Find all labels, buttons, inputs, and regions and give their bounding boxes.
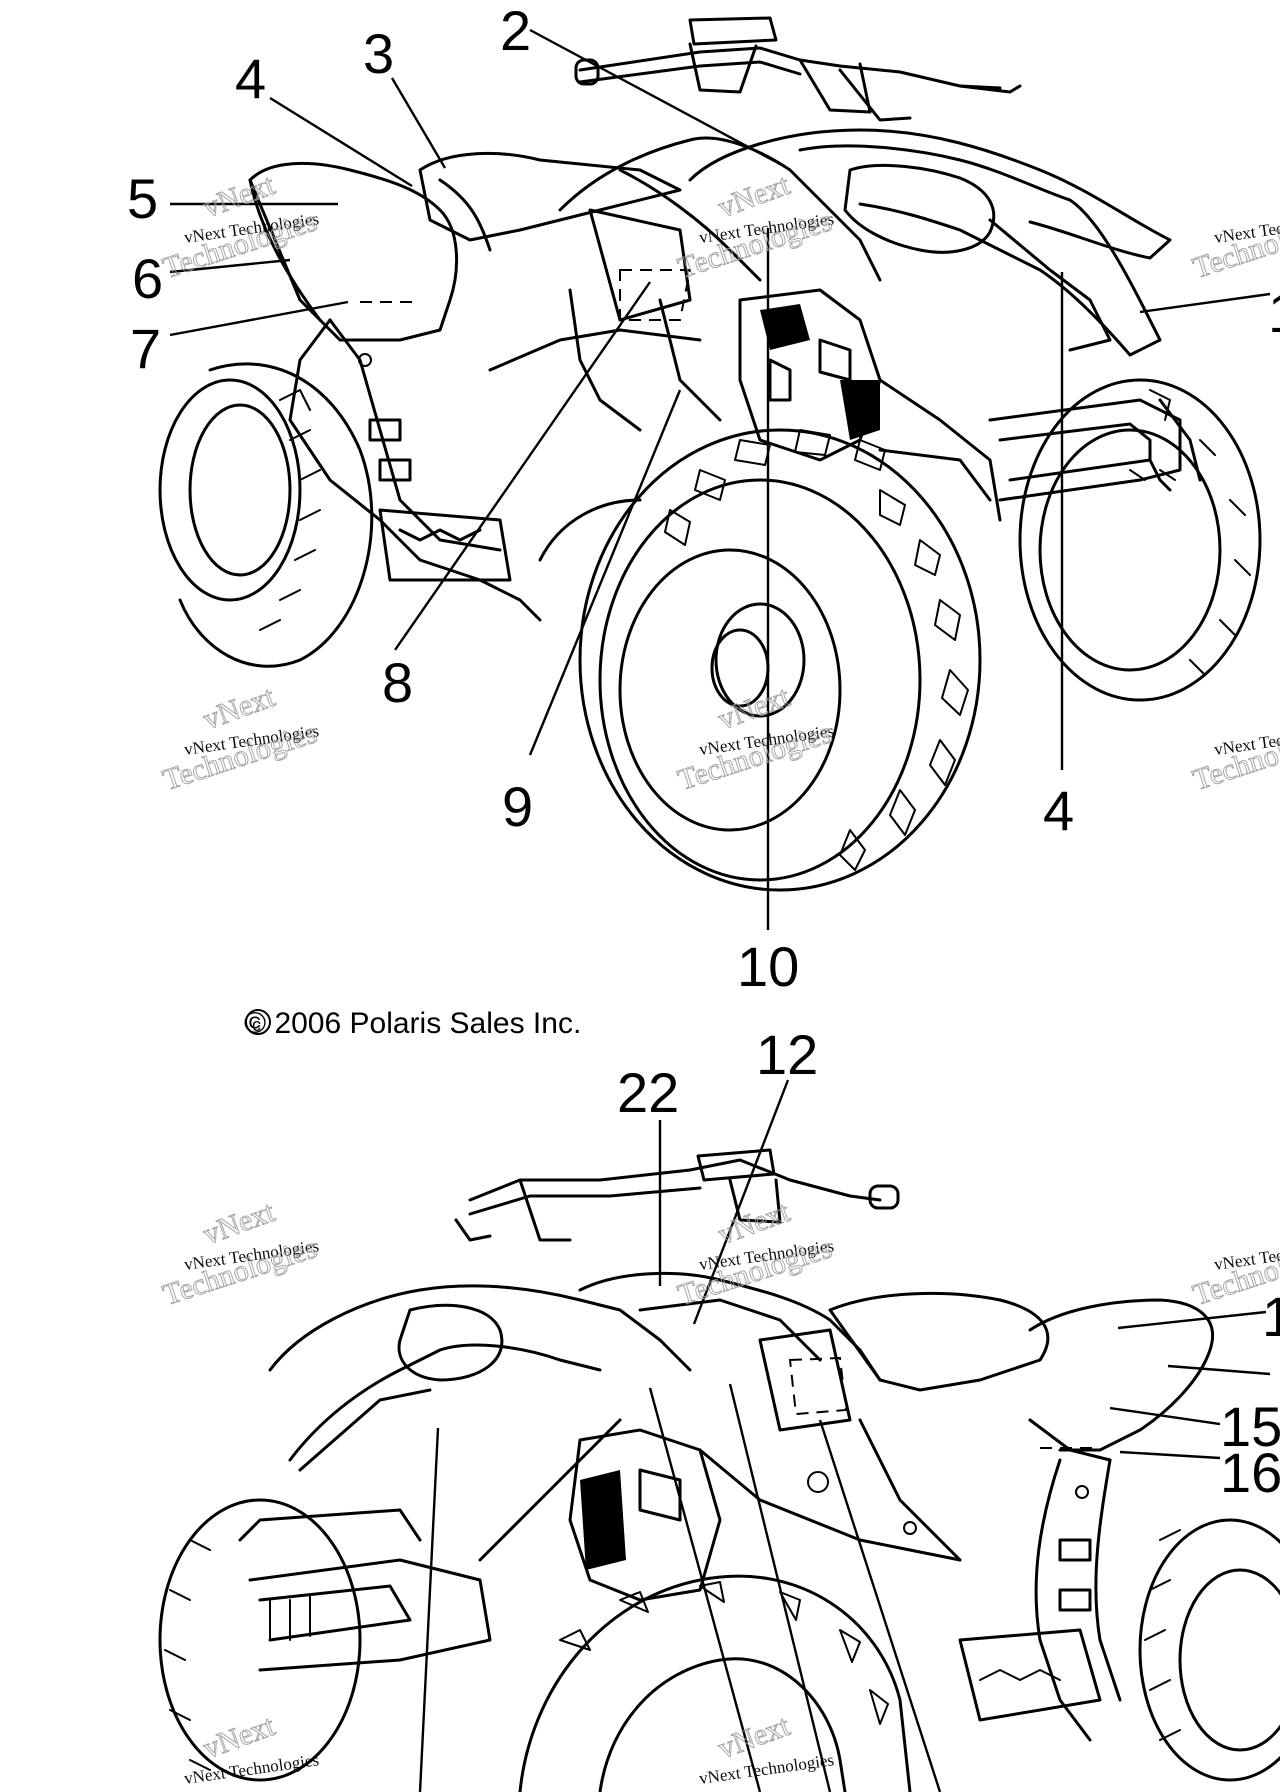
callout-7: 7: [130, 317, 161, 380]
watermark-8: vNext vNext Technologies Technologies: [673, 1194, 836, 1312]
callout-8: 8: [382, 651, 413, 714]
callout-4-top-right: 4: [1043, 779, 1074, 842]
svg-text:Technologies: Technologies: [159, 204, 321, 285]
svg-text:Technologies: Technologies: [674, 1231, 836, 1312]
callout-16: 16: [1220, 1441, 1280, 1504]
watermark-6: vNext Technologies Technologies: [1188, 716, 1280, 798]
watermark-10: vNext vNext Technologies: [183, 1708, 320, 1787]
callouts-bottom: 22 12 1 15 16: [617, 1023, 1280, 1504]
leader-lines-bottom: [418, 1079, 1271, 1792]
svg-text:Technologies: Technologies: [1189, 204, 1280, 285]
callout-3: 3: [363, 22, 394, 85]
callout-4-top-left: 4: [235, 47, 266, 110]
svg-text:Technologies: Technologies: [159, 1231, 321, 1312]
callouts-top: 2 3 4 5 6 7 8 9 10 4 1: [127, 0, 1280, 998]
watermark-1: vNext vNext Technologies Technologies: [158, 167, 321, 285]
watermark-4: vNext vNext Technologies Technologies: [158, 679, 321, 797]
callout-12: 12: [756, 1023, 818, 1086]
callout-5: 5: [127, 167, 158, 230]
callout-22: 22: [617, 1061, 679, 1124]
atv-illustration-top: [158, 16, 1262, 892]
callout-10: 10: [737, 935, 799, 998]
callout-1-bottom: 1: [1262, 1285, 1280, 1348]
callout-2: 2: [500, 0, 531, 62]
svg-text:vNext Technologies: vNext Technologies: [698, 1750, 835, 1788]
copyright-text: © 2006 Polaris Sales Inc.: [244, 1007, 581, 1040]
callout-1-top: 1: [1268, 281, 1280, 344]
svg-text:c: c: [252, 1015, 261, 1035]
svg-text:Technologies: Technologies: [1189, 716, 1280, 797]
leader-lines-top: [169, 28, 1271, 930]
callout-9: 9: [502, 775, 533, 838]
atv-illustration-bottom: [158, 1148, 1280, 1792]
callout-6: 6: [132, 247, 163, 310]
watermark-7: vNext vNext Technologies Technologies: [158, 1194, 321, 1312]
watermark-3: vNext Technologies Technologies: [1188, 204, 1280, 286]
callout-15: 15: [1220, 1395, 1280, 1458]
copyright-block: c © 2006 Polaris Sales Inc.: [244, 1007, 581, 1040]
svg-text:Technologies: Technologies: [159, 716, 321, 797]
watermark-11: vNext vNext Technologies: [698, 1708, 835, 1788]
